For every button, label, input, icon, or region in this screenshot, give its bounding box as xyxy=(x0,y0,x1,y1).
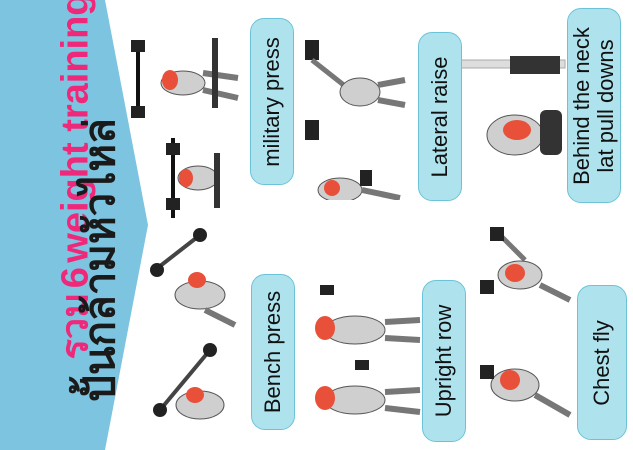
title-block: รวม 6 weight training ปั้นกล้ามหัวไหล่ xyxy=(14,0,134,436)
military-press-label: military press xyxy=(250,18,294,185)
lat-pulldown-label: Behind the neck lat pull downs xyxy=(567,8,621,203)
title-line2: ปั้นกล้ามหัวไหล่ xyxy=(76,117,124,402)
upright-row-text: Upright row xyxy=(430,304,456,418)
chest-fly-text: Chest fly xyxy=(588,319,614,406)
title-banner xyxy=(0,0,148,450)
lateral-raise-label: Lateral raise xyxy=(418,32,462,201)
bench-press-label: Bench press xyxy=(251,274,295,430)
military-press-text: military press xyxy=(258,36,284,167)
lateral-raise-text: Lateral raise xyxy=(426,55,452,178)
upright-row-label: Upright row xyxy=(422,280,466,442)
lat-pulldown-illustration xyxy=(459,56,566,156)
lat-pulldown-line2: lat pull downs xyxy=(593,38,618,173)
lat-pulldown-line1: Behind the neck xyxy=(568,26,594,185)
military-press-illustration xyxy=(131,38,239,218)
chest-fly-label: Chest fly xyxy=(577,285,627,440)
bench-press-illustration xyxy=(150,228,237,420)
lat-pulldown-text: Behind the neck lat pull downs xyxy=(568,26,618,185)
bench-press-text: Bench press xyxy=(259,290,285,414)
chest-fly-illustration xyxy=(480,227,572,418)
lateral-raise-illustration xyxy=(305,40,406,200)
upright-row-illustration xyxy=(315,285,421,415)
